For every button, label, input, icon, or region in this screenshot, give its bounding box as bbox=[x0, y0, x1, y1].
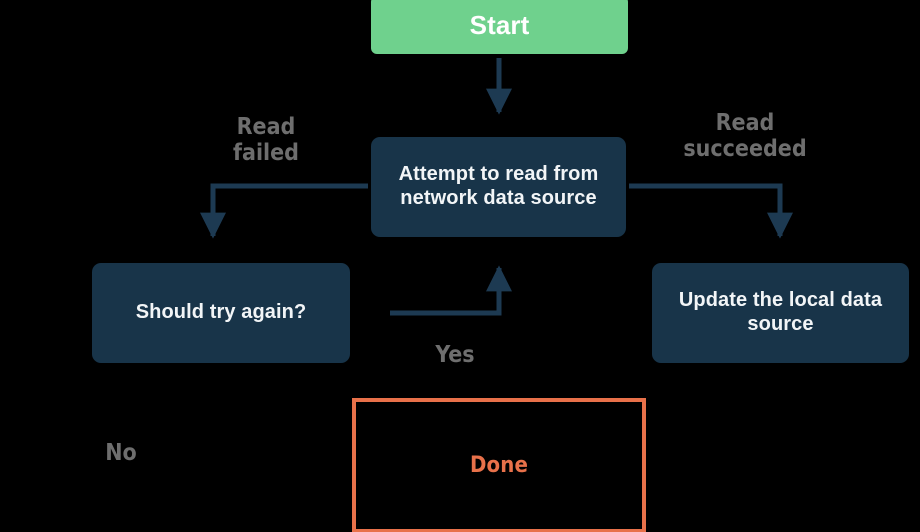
edge-attempt-to-retry bbox=[200, 183, 368, 239]
node-done[interactable]: Done bbox=[352, 398, 646, 532]
node-start-label: Start bbox=[469, 9, 530, 40]
node-update-local-source-label: Update the local data source bbox=[678, 289, 883, 335]
edge-label-yes: Yes bbox=[435, 342, 475, 368]
node-should-try-again-label: Should try again? bbox=[135, 301, 307, 324]
node-should-try-again[interactable]: Should try again? bbox=[92, 263, 350, 363]
node-update-local-source[interactable]: Update the local data source bbox=[652, 263, 909, 363]
node-start[interactable]: Start bbox=[371, 0, 628, 54]
edge-label-read-failed: Read failed bbox=[233, 114, 299, 166]
node-done-label: Done bbox=[470, 452, 528, 478]
edge-label-no: No bbox=[105, 440, 137, 466]
edge-attempt-to-update bbox=[629, 183, 793, 239]
node-attempt-read-label: Attempt to read from network data source bbox=[398, 163, 599, 209]
edge-label-read-succeeded: Read succeeded bbox=[683, 110, 807, 162]
node-attempt-read[interactable]: Attempt to read from network data source bbox=[371, 137, 626, 237]
edge-retry-yes-to-attempt bbox=[390, 265, 512, 316]
